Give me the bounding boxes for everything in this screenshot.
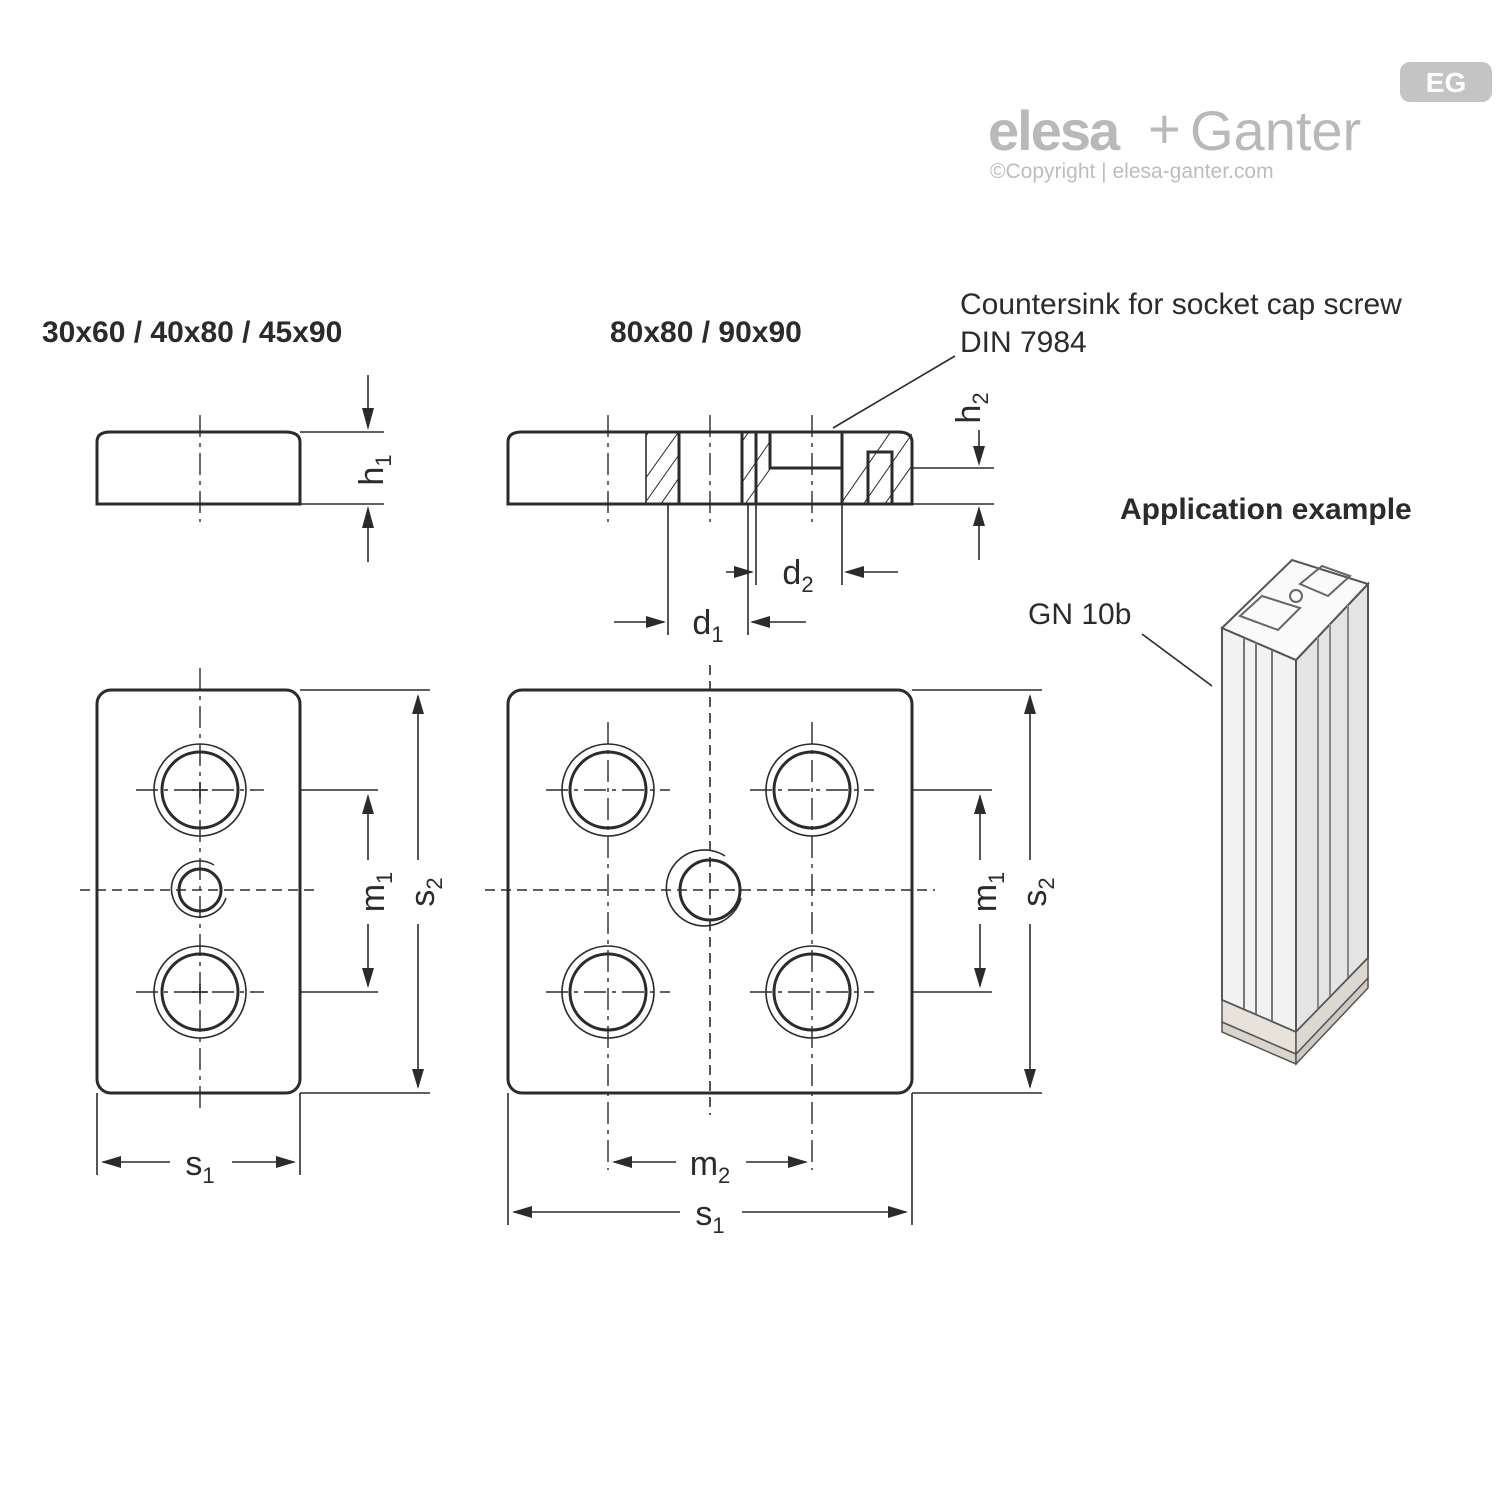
- dim-m1-left: m1: [354, 872, 397, 913]
- right-view-title: 80x80 / 90x90: [610, 316, 802, 349]
- counterbore-hole-icon: [750, 743, 874, 837]
- left-view-title: 30x60 / 40x80 / 45x90: [42, 316, 342, 349]
- dim-d2: d2: [782, 554, 813, 597]
- application-label: GN 10b: [1028, 598, 1131, 631]
- counterbore-hole-icon: [546, 945, 670, 1039]
- dim-m1-right: m1: [966, 872, 1009, 913]
- dim-s2-right: s2: [1016, 877, 1059, 906]
- countersink-leader-line: [832, 355, 956, 429]
- dim-s2-left: s2: [404, 877, 447, 906]
- left-top-view: m1 s2 s1: [80, 668, 447, 1188]
- badge-text: EG: [1426, 67, 1466, 98]
- counterbore-hole-icon: [136, 945, 264, 1039]
- application-example: Application example GN 10b: [1028, 493, 1412, 1066]
- countersink-note-line2: DIN 7984: [960, 326, 1087, 359]
- right-section-view: h2 d2 d1: [506, 392, 994, 647]
- threaded-hole-icon: [170, 860, 227, 918]
- brand-copyright: ©Copyright | elesa-ganter.com: [990, 160, 1274, 183]
- aluminium-profile-icon: [1220, 558, 1370, 1066]
- brand-plus: +: [1148, 97, 1181, 160]
- dim-s1-right: s1: [695, 1195, 724, 1238]
- countersink-note-line1: Countersink for socket cap screw: [960, 288, 1402, 321]
- brand-logo: EG elesa + Ganter ©Copyright | elesa-gan…: [988, 62, 1492, 183]
- dim-h2: h2: [950, 392, 993, 423]
- application-leader-line: [1141, 633, 1213, 687]
- counterbore-hole-icon: [750, 945, 874, 1039]
- application-title: Application example: [1120, 493, 1412, 526]
- section-hatch-right: [742, 432, 770, 504]
- dim-s1-left: s1: [185, 1145, 214, 1188]
- dim-d1: d1: [692, 604, 723, 647]
- counterbore-hole-icon: [136, 743, 264, 837]
- brand-name-elesa: elesa: [988, 99, 1121, 162]
- counterbore-hole-icon: [546, 743, 670, 837]
- left-side-view: h1: [95, 375, 396, 562]
- threaded-hole-icon: [665, 849, 742, 927]
- right-top-view: m1 s2 m2 s1: [485, 665, 1059, 1238]
- eg-badge-icon: EG: [1400, 62, 1492, 102]
- dim-h1: h1: [353, 454, 396, 485]
- brand-name-ganter: Ganter: [1190, 99, 1361, 162]
- dim-m2: m2: [690, 1145, 731, 1188]
